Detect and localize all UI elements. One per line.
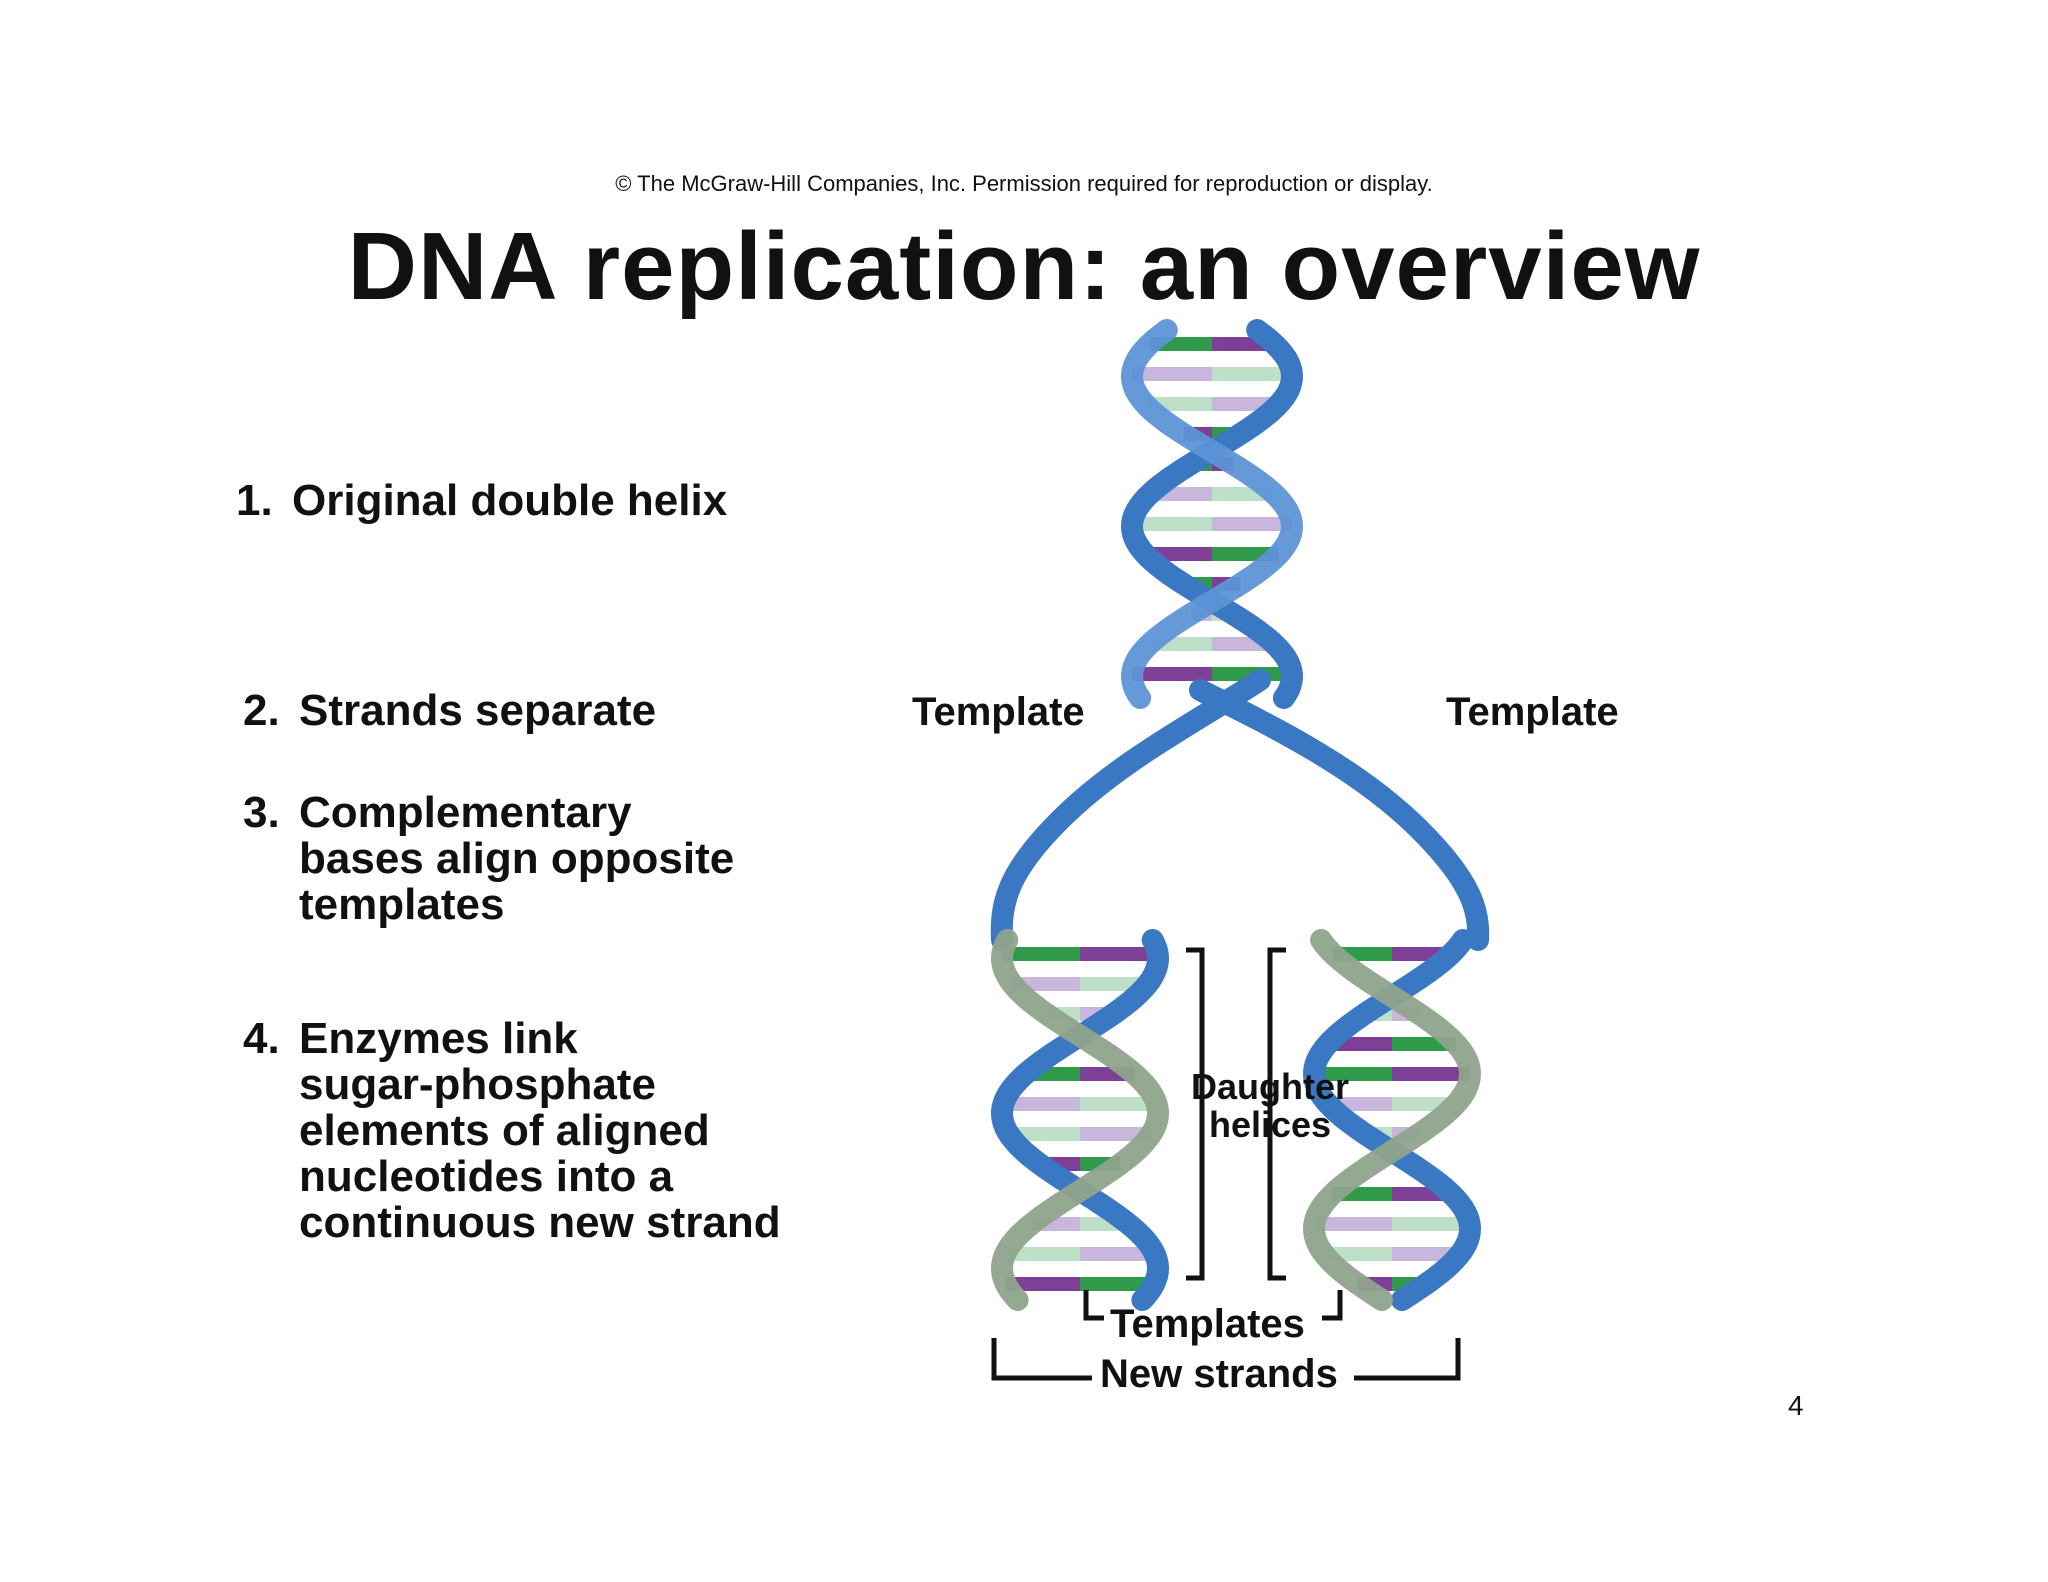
step-text: Strands separate <box>299 688 656 734</box>
base <box>1080 1277 1155 1291</box>
step-3: 3. Complementary bases align opposite te… <box>243 790 734 928</box>
helix-strands <box>990 319 1490 1311</box>
base <box>1080 947 1158 961</box>
base-pair <box>1314 1217 1470 1231</box>
step-line: Enzymes link <box>299 1014 578 1063</box>
base <box>1080 1127 1152 1141</box>
step-text: Original double helix <box>292 478 727 524</box>
step-1: 1. Original double helix <box>236 478 727 524</box>
template-label-left: Template <box>912 690 1085 734</box>
daughter-helices-label: Daughter helices <box>1180 1068 1360 1144</box>
base-pair <box>1012 977 1148 991</box>
daughter-line: Daughter <box>1190 1066 1349 1107</box>
base <box>1132 367 1212 381</box>
copyright-notice: © The McGraw-Hill Companies, Inc. Permis… <box>615 171 1433 196</box>
daughter-bracket-right <box>1267 947 1286 1281</box>
base-pair <box>1002 947 1158 961</box>
step-line: elements of aligned <box>299 1106 710 1155</box>
step-2: 2. Strands separate <box>243 688 656 734</box>
daughter-line: helices <box>1208 1104 1332 1145</box>
step-line: continuous new strand <box>299 1198 781 1247</box>
base <box>1132 517 1212 531</box>
base-pair <box>1005 1247 1155 1261</box>
base <box>1314 1067 1392 1081</box>
base <box>1003 1097 1080 1111</box>
step-line: templates <box>299 880 505 929</box>
base-pair <box>1003 1097 1157 1111</box>
base <box>1008 1127 1080 1141</box>
base <box>1080 1097 1157 1111</box>
new-strands-label: New strands <box>1100 1352 1338 1396</box>
templates-bracket <box>1083 1290 1343 1321</box>
new-strands-bracket <box>991 1338 1461 1381</box>
base <box>1314 1217 1392 1231</box>
step-line: nucleotides into a <box>299 1152 674 1201</box>
daughter-helix-left-strand-b <box>990 929 1170 1311</box>
base-pair <box>1132 517 1292 531</box>
step-4: 4. Enzymes link sugar-phosphate elements… <box>243 1016 781 1246</box>
step-number: 2. <box>243 686 280 735</box>
separating-strand-left <box>990 669 1271 951</box>
step-number: 1. <box>236 476 273 525</box>
separating-strand-right <box>1189 679 1490 951</box>
base-pair <box>1132 367 1292 381</box>
template-label-right: Template <box>1446 690 1619 734</box>
step-number: 3. <box>243 788 280 837</box>
step-number: 4. <box>243 1014 280 1063</box>
base-pair <box>1323 1247 1461 1261</box>
step-text: Enzymes link sugar-phosphate elements of… <box>299 1016 781 1246</box>
base-pair <box>1005 1277 1155 1291</box>
step-line: Original double helix <box>292 476 728 525</box>
base <box>1392 1217 1470 1231</box>
original-helix-strand-b <box>1120 319 1304 709</box>
base <box>1005 1247 1080 1261</box>
daughter-bracket-left <box>1186 947 1205 1281</box>
base <box>1392 1067 1470 1081</box>
base <box>1212 367 1292 381</box>
step-line: bases align opposite <box>299 834 735 883</box>
original-helix-strand-a <box>1120 319 1304 709</box>
step-line: sugar-phosphate <box>299 1060 656 1109</box>
step-text: Complementary bases align opposite templ… <box>299 790 734 928</box>
daughter-helix-left-strand-a <box>990 929 1170 1311</box>
page-number: 4 <box>1788 1390 1804 1421</box>
step-line: Strands separate <box>299 686 657 735</box>
slide-title: DNA replication: an overview <box>347 213 1701 320</box>
base-pair <box>1314 1067 1470 1081</box>
step-line: Complementary <box>299 788 632 837</box>
base <box>1002 947 1080 961</box>
daughter-helix-right-strand-b <box>1302 929 1481 1311</box>
base <box>1132 667 1212 681</box>
base <box>1005 1277 1080 1291</box>
base-pair <box>1008 1127 1152 1141</box>
templates-label: Templates <box>1110 1302 1305 1346</box>
base <box>1212 517 1292 531</box>
base <box>1080 1247 1155 1261</box>
label-brackets <box>991 947 1461 1381</box>
